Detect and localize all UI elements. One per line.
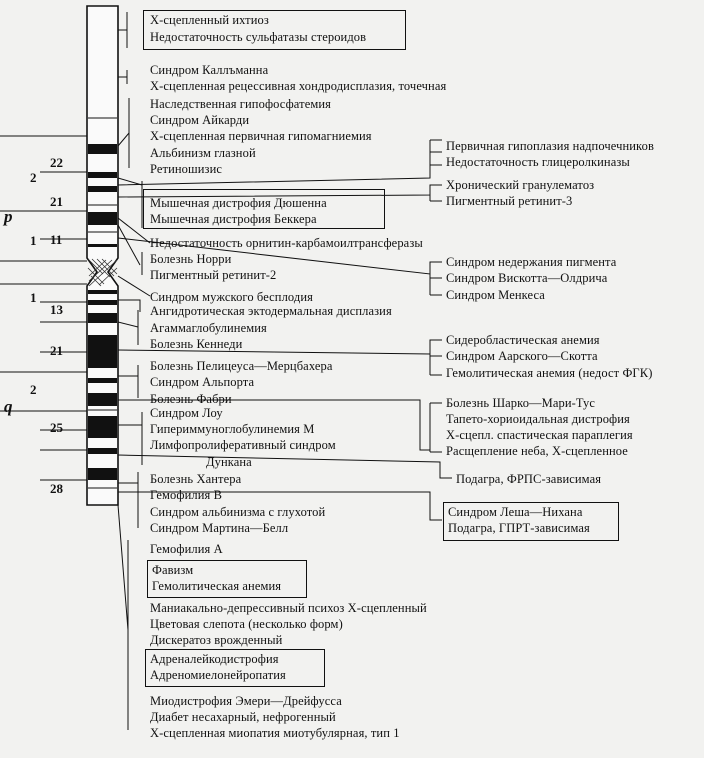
band-lines	[40, 172, 87, 480]
disease-label: Болезнь Хантера	[150, 472, 241, 487]
band-label: 28	[50, 482, 63, 496]
disease-label: Лимфопролиферативный синдром	[150, 438, 336, 453]
disease-label: X-сцепленная первичная гипомагниемия	[150, 129, 372, 144]
disease-label: Синдром Мартина—Белл	[150, 521, 288, 536]
band-label: 13	[50, 303, 63, 317]
disease-label: Болезнь Пелицеуса—Мерцбахера	[150, 359, 333, 374]
disease-label: Синдром Альпорта	[150, 375, 254, 390]
disease-label: Агаммаглобулинемия	[150, 321, 267, 336]
disease-label: Болезнь Шарко—Мари-Тус	[446, 396, 595, 411]
disease-label: X-сцепленный ихтиоз	[150, 13, 269, 28]
disease-label: Гемолитическая анемия	[152, 579, 281, 594]
disease-label: Синдром мужского бесплодия	[150, 290, 313, 305]
disease-label: Расщепление неба, X-сцепленное	[446, 444, 628, 459]
disease-label: Диабет несахарный, нефрогенный	[150, 710, 336, 725]
disease-label: Синдром Менкеса	[446, 288, 545, 303]
disease-label: Ретиношизис	[150, 162, 222, 177]
disease-label: Миодистрофия Эмери—Дрейфусса	[150, 694, 342, 709]
disease-label: Ангидротическая эктодермальная дисплазия	[150, 304, 392, 319]
disease-label: Гемофилия В	[150, 488, 222, 503]
band-label: 21	[50, 195, 63, 209]
disease-label: X-сцепленная рецессивная хондродисплазия…	[150, 79, 446, 94]
disease-label: Недостаточность орнитин-карбамоилтрансфе…	[150, 236, 423, 251]
disease-label: Пигментный ретинит-2	[150, 268, 276, 283]
disease-label: X-сцепленная миопатия миотубулярная, тип…	[150, 726, 400, 741]
disease-label: Синдром Аарского—Скотта	[446, 349, 598, 364]
disease-label: Синдром Каллъманна	[150, 63, 268, 78]
disease-label: Гипериммуноглобулинемия М	[150, 422, 314, 437]
arm-label-p: p	[4, 208, 13, 226]
region-label: 1	[30, 291, 37, 305]
disease-label: Первичная гипоплазия надпочечников	[446, 139, 654, 154]
disease-label: Подагра, ГПРТ-зависимая	[448, 521, 590, 536]
disease-label: Недостаточность глицеролкиназы	[446, 155, 630, 170]
disease-label: Адреналейкодистрофия	[150, 652, 279, 667]
region-label: 2	[30, 171, 37, 185]
region-lines	[0, 136, 87, 411]
disease-label: Адреномиелонейропатия	[150, 668, 286, 683]
disease-label: Дункана	[206, 455, 252, 470]
disease-label: Синдром Лоу	[150, 406, 223, 421]
disease-label: Подагра, ФРПС-зависимая	[456, 472, 601, 487]
chromosome-outline	[87, 6, 118, 505]
band-label: 11	[50, 233, 62, 247]
disease-label: Наследственная гипофосфатемия	[150, 97, 331, 112]
disease-label: Болезнь Кеннеди	[150, 337, 242, 352]
disease-label: X-сцепл. спастическая параплегия	[446, 428, 633, 443]
disease-label: Болезнь Фабри	[150, 392, 232, 407]
disease-label: Мышечная дистрофия Дюшенна	[150, 196, 327, 211]
disease-label: Синдром Айкарди	[150, 113, 249, 128]
disease-label: Тапето-хориоидальная дистрофия	[446, 412, 630, 427]
disease-label: Синдром Вискотта—Олдрича	[446, 271, 607, 286]
disease-label: Болезнь Норри	[150, 252, 231, 267]
band-label: 21	[50, 344, 63, 358]
band-label: 25	[50, 421, 63, 435]
chromosome-bands	[88, 144, 117, 480]
disease-label: Дискератоз врожденный	[150, 633, 282, 648]
region-label: 1	[30, 234, 37, 248]
disease-label: Мышечная дистрофия Беккера	[150, 212, 317, 227]
disease-label: Хронический гранулематоз	[446, 178, 594, 193]
disease-label: Маниакально-депрессивный психоз X-сцепле…	[150, 601, 427, 616]
disease-label: Гемолитическая анемия (недост ФГК)	[446, 366, 652, 381]
band-label: 22	[50, 156, 63, 170]
disease-label: Гемофилия А	[150, 542, 223, 557]
disease-label: Пигментный ретинит-3	[446, 194, 572, 209]
disease-label: Синдром Леша—Нихана	[448, 505, 582, 520]
disease-label: Альбинизм глазной	[150, 146, 256, 161]
disease-label: Цветовая слепота (несколько форм)	[150, 617, 343, 632]
region-label: 2	[30, 383, 37, 397]
centromere-hatch	[88, 259, 117, 286]
arm-label-q: q	[4, 398, 13, 416]
disease-label: Недостаточность сульфатазы стероидов	[150, 30, 366, 45]
disease-label: Синдром альбинизма с глухотой	[150, 505, 325, 520]
disease-label: Сидеробластическая анемия	[446, 333, 600, 348]
disease-label: Фавизм	[152, 563, 193, 578]
disease-label: Синдром недержания пигмента	[446, 255, 616, 270]
